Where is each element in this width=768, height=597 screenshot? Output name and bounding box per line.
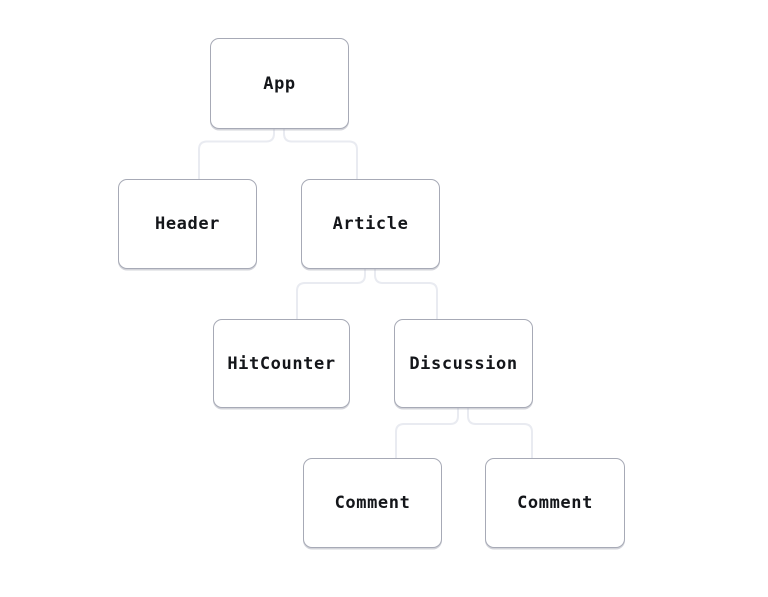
node-label-app: App (263, 73, 296, 94)
edge-article-hitcounter (296, 269, 366, 319)
node-label-header: Header (154, 214, 220, 234)
edge-discussion-comment-2 (467, 408, 533, 458)
tree-node-app: App (210, 38, 349, 129)
tree-node-header: Header (118, 179, 257, 269)
tree-node-discussion: Discussion (394, 319, 533, 408)
tree-node-article: Article (301, 179, 440, 269)
tree-node-comment-2: Comment (485, 458, 625, 548)
node-label-comment-2: Comment (517, 493, 593, 513)
tree-node-hitcounter: HitCounter (213, 319, 350, 408)
node-label-hitcounter: HitCounter (227, 353, 336, 374)
edge-article-discussion (374, 269, 438, 319)
node-label-article: Article (332, 214, 409, 234)
edge-discussion-comment-1 (395, 408, 459, 458)
node-label-comment-1: Comment (334, 493, 411, 513)
tree-node-comment-1: Comment (303, 458, 442, 548)
node-label-discussion: Discussion (409, 353, 518, 374)
edge-app-article (283, 128, 358, 179)
edge-app-header (198, 128, 275, 179)
